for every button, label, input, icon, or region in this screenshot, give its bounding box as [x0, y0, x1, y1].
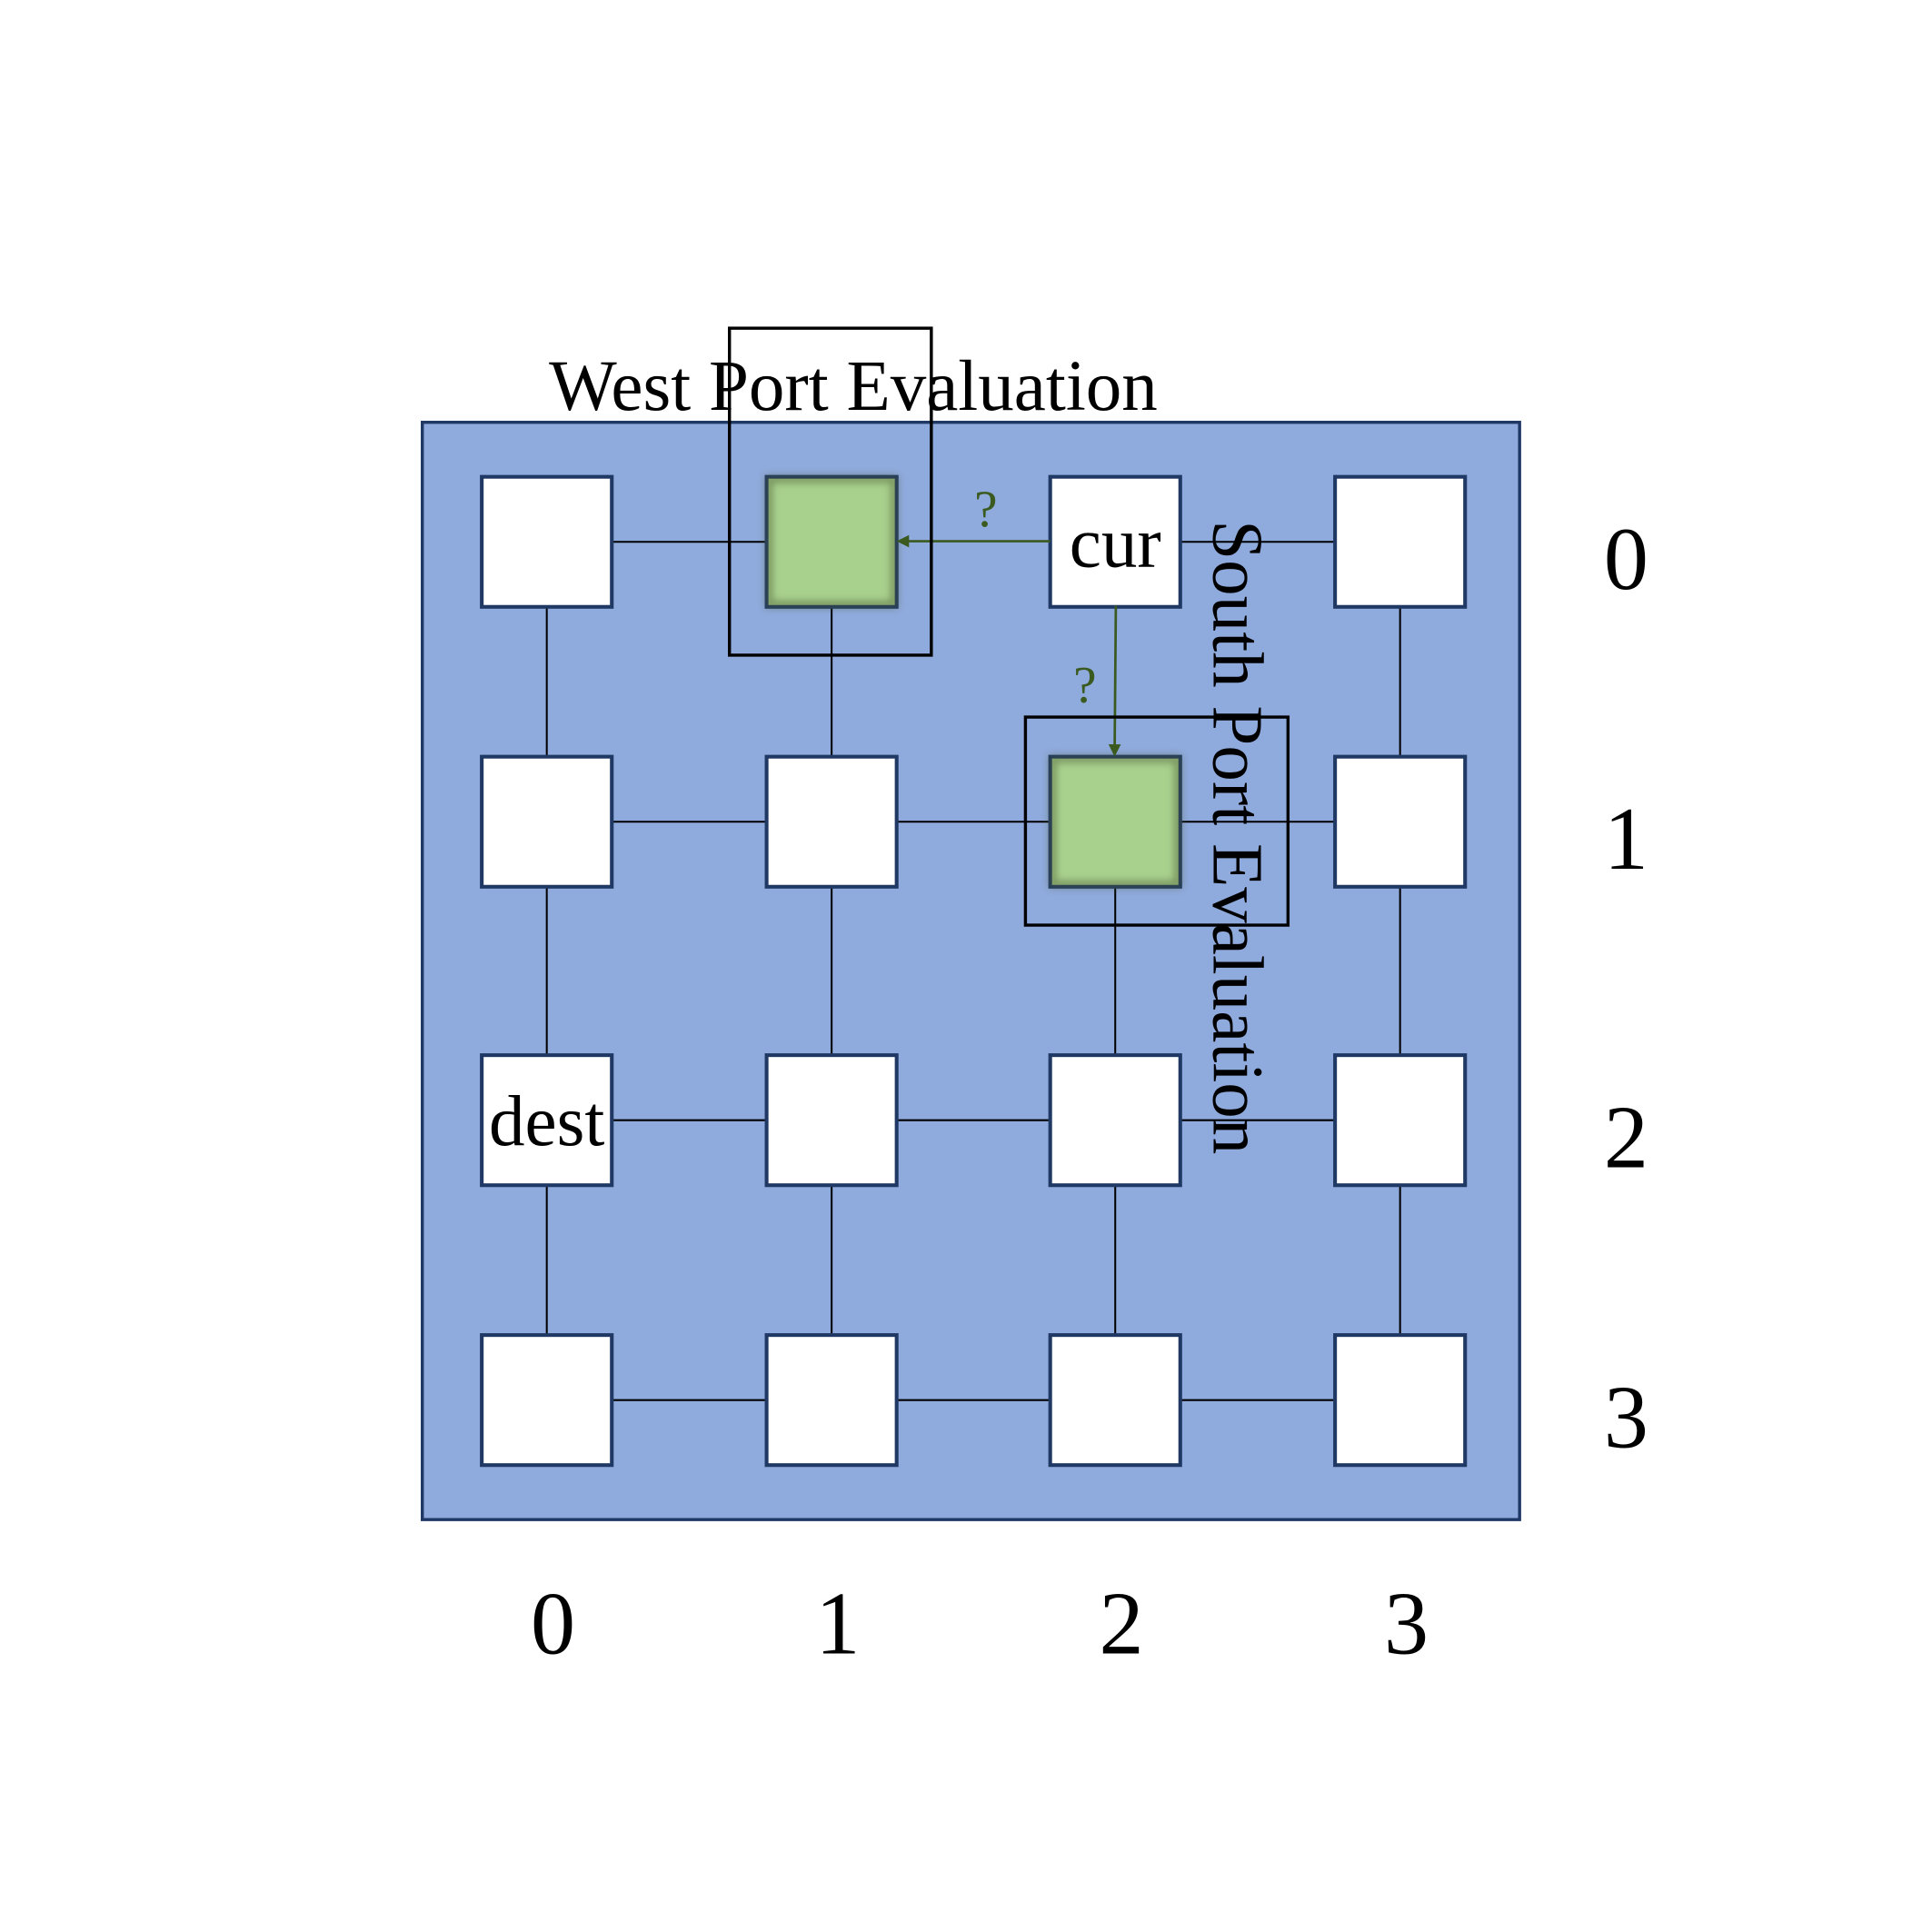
router-node-3-3[interactable] — [1333, 1333, 1468, 1468]
router-box — [764, 1053, 899, 1188]
router-node-1-3[interactable] — [1333, 754, 1468, 889]
router-shadow — [765, 475, 899, 609]
router-node-2-1[interactable] — [764, 1053, 899, 1188]
router-label: cur — [1070, 503, 1161, 583]
router-node-1-0[interactable] — [480, 754, 614, 889]
router-node-0-0[interactable] — [480, 474, 614, 609]
router-node-0-1[interactable] — [764, 474, 899, 609]
router-node-3-0[interactable] — [480, 1333, 614, 1468]
south-query-mark: ? — [1073, 657, 1096, 714]
router-box — [1048, 1053, 1182, 1188]
router-box — [1048, 474, 1182, 609]
router-shadow — [1049, 755, 1182, 889]
router-box — [480, 1333, 614, 1468]
col-label: 2 — [1100, 1575, 1144, 1673]
router-box — [764, 754, 899, 889]
router-node-2-3[interactable] — [1333, 1053, 1468, 1188]
router-box — [1333, 1053, 1468, 1188]
router-box — [1048, 1333, 1182, 1468]
router-node-1-2[interactable] — [1048, 754, 1182, 889]
row-label: 2 — [1604, 1089, 1648, 1187]
mesh-nodes: cur dest — [480, 474, 1468, 1468]
router-box — [480, 1053, 614, 1188]
row-label: 0 — [1604, 511, 1648, 609]
router-label: dest — [489, 1082, 604, 1161]
west-port-highlight-box — [727, 326, 933, 657]
west-query-mark: ? — [974, 481, 997, 538]
router-node-0-2[interactable]: cur — [1048, 474, 1182, 609]
router-box — [1333, 474, 1468, 609]
router-node-2-0[interactable]: dest — [480, 1053, 614, 1188]
router-node-0-3[interactable] — [1333, 474, 1468, 609]
router-box — [764, 1333, 899, 1468]
router-node-2-2[interactable] — [1048, 1053, 1182, 1188]
mesh-links — [545, 541, 1401, 1401]
col-label: 3 — [1384, 1575, 1429, 1673]
south-port-highlight-box — [1023, 715, 1290, 927]
router-box — [1333, 754, 1468, 889]
row-label: 3 — [1604, 1369, 1648, 1467]
col-label: 1 — [815, 1575, 860, 1673]
router-node-1-1[interactable] — [764, 754, 899, 889]
router-box — [764, 474, 899, 609]
south-arrow — [1108, 605, 1121, 757]
col-label: 0 — [531, 1575, 575, 1673]
west-port-title: West Port Evaluation — [549, 347, 1158, 426]
row-label: 1 — [1604, 791, 1648, 889]
router-node-3-1[interactable] — [764, 1333, 899, 1468]
south-port-title: South Port Evaluation — [1198, 520, 1277, 1154]
col-labels: 0 1 2 3 — [531, 1575, 1429, 1673]
row-labels: 0 1 2 3 — [1604, 511, 1648, 1467]
router-box — [1333, 1333, 1468, 1468]
router-box — [1048, 754, 1182, 889]
router-box — [480, 754, 614, 889]
router-box — [480, 474, 614, 609]
router-node-3-2[interactable] — [1048, 1333, 1182, 1468]
